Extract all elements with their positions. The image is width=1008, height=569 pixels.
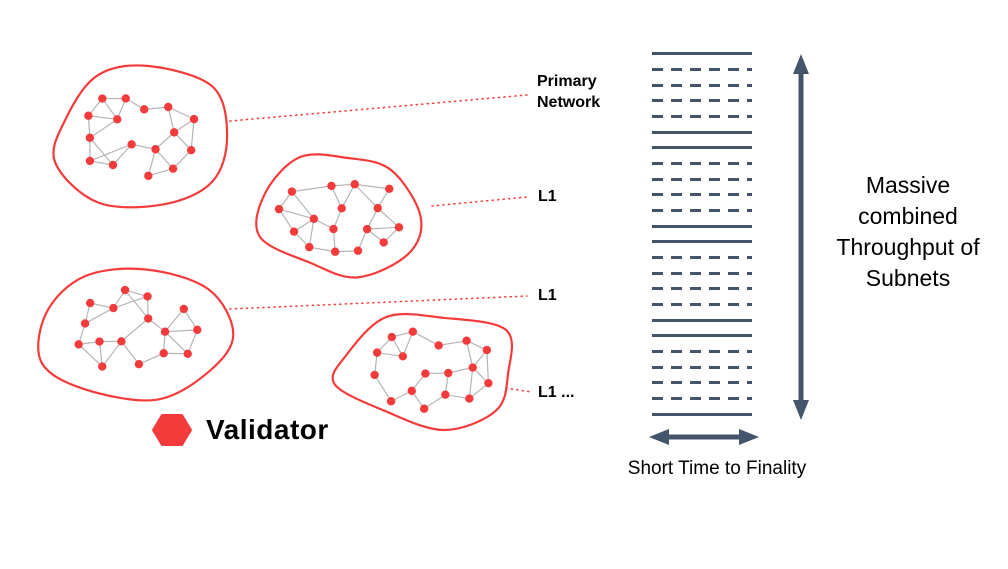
network-blob — [37, 267, 235, 402]
throughput-stack — [652, 52, 752, 416]
network-blob — [255, 153, 423, 279]
dashed-block-row — [652, 115, 752, 119]
dashed-block-row — [652, 193, 752, 197]
validator-legend: Validator — [152, 413, 329, 447]
dashed-block-row — [652, 161, 752, 165]
finality-label: Short Time to Finality — [627, 458, 807, 479]
dashed-block-row — [652, 381, 752, 385]
network-blob — [331, 312, 514, 432]
label-primary-network: Primary Network — [537, 73, 601, 111]
dashed-block-row — [652, 271, 752, 275]
label-l1-2: L1 — [538, 287, 557, 304]
throughput-section — [652, 52, 752, 134]
label-l1-1: L1 — [538, 188, 557, 205]
dashed-block-row — [652, 255, 752, 259]
throughput-section — [652, 240, 752, 322]
dashed-block-row — [652, 349, 752, 353]
dashed-block-row — [652, 99, 752, 103]
dashed-block-row — [652, 397, 752, 401]
dashed-block-row — [652, 83, 752, 87]
network-blob — [52, 64, 229, 209]
throughput-annotation: Massive combined Throughput of Subnets — [836, 172, 980, 291]
label-l1-more: L1 ... — [538, 384, 575, 401]
validator-hexagon-icon — [152, 414, 192, 446]
throughput-section — [652, 334, 752, 416]
dashed-block-row — [652, 177, 752, 181]
dashed-block-row — [652, 209, 752, 213]
dashed-block-row — [652, 365, 752, 369]
dashed-block-row — [652, 303, 752, 307]
dashed-block-row — [652, 67, 752, 71]
validator-label: Validator — [206, 414, 329, 445]
horizontal-double-arrow — [649, 429, 759, 445]
dashed-block-row — [652, 287, 752, 291]
throughput-section — [652, 146, 752, 228]
vertical-double-arrow — [793, 54, 809, 420]
connector-lines — [229, 94, 532, 393]
